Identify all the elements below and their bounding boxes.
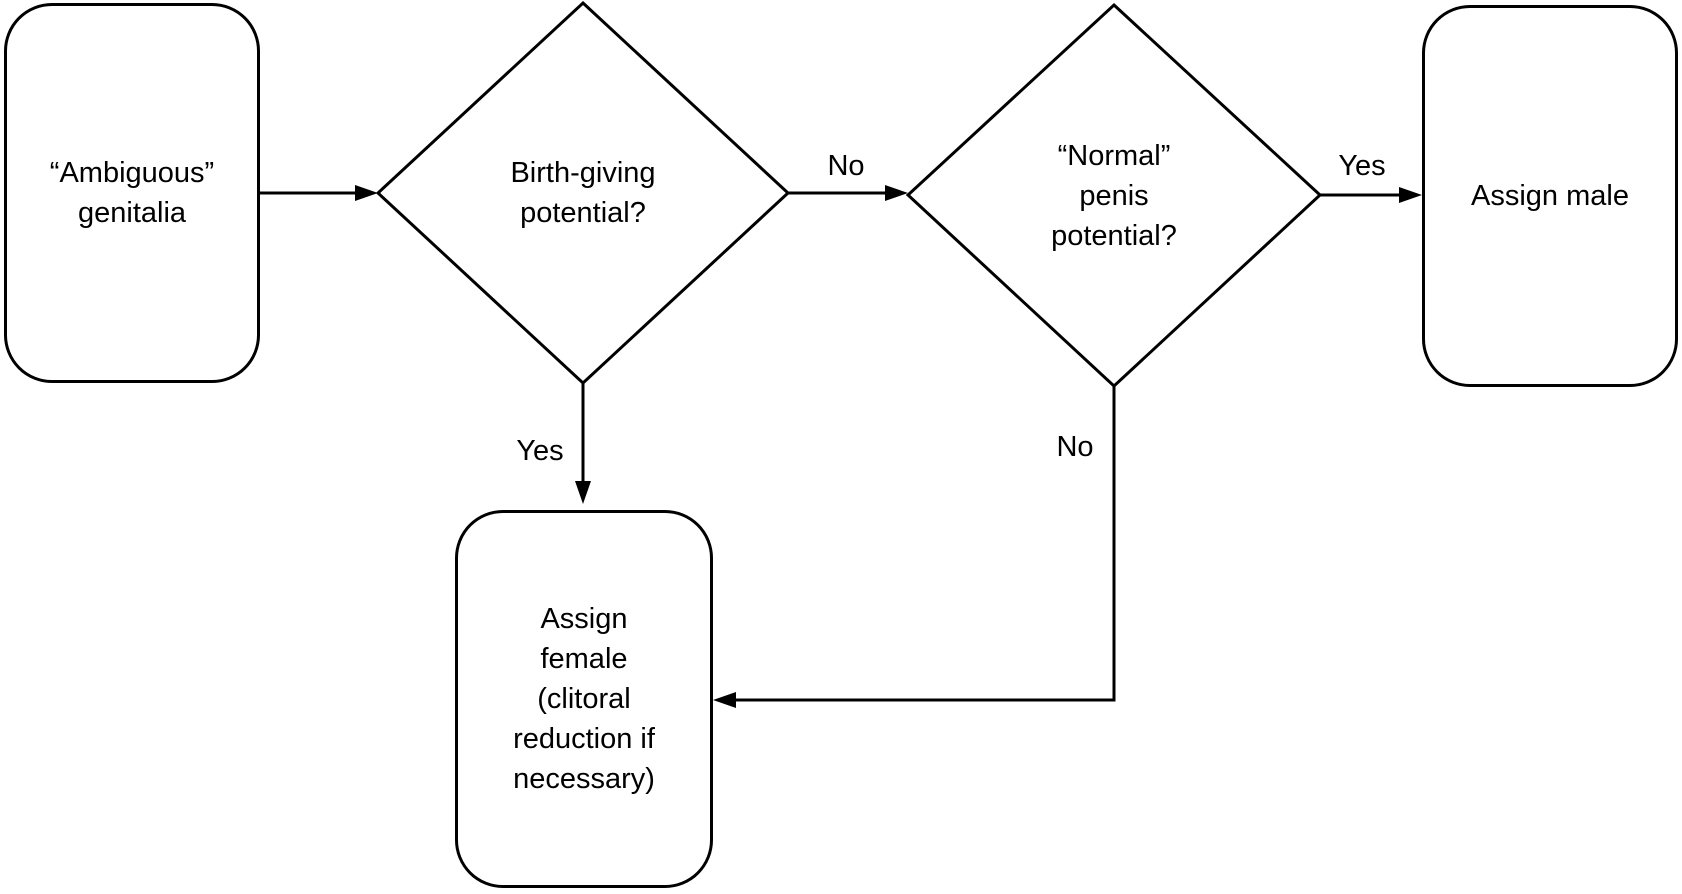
edge-label-birth-no: No: [827, 150, 865, 182]
node-ambiguous-genitalia-label: “Ambiguous” genitalia: [49, 157, 215, 229]
edge-birth-yes-arrowhead: [575, 481, 591, 504]
edge-label-birth-yes: Yes: [516, 435, 564, 467]
node-ambiguous-genitalia: “Ambiguous” genitalia: [4, 3, 260, 383]
node-decision-normal-penis-label: “Normal” penis potential?: [1051, 140, 1177, 252]
node-decision-normal-penis: “Normal” penis potential?: [974, 76, 1254, 316]
edge-label-penis-yes: Yes: [1338, 150, 1386, 182]
edge-label-penis-no: No: [1056, 431, 1094, 463]
node-assign-female-label: Assign female (clitoral reduction if nec…: [513, 603, 655, 795]
edge-penis-yes-arrowhead: [1399, 187, 1422, 203]
node-assign-male: Assign male: [1422, 5, 1678, 387]
edge-penis-no-arrowhead: [713, 692, 736, 708]
node-assign-male-label: Assign male: [1471, 180, 1629, 212]
node-assign-female: Assign female (clitoral reduction if nec…: [455, 510, 713, 888]
node-decision-birth-giving-label: Birth-giving potential?: [510, 157, 656, 229]
edge-start-to-birth-arrowhead: [355, 185, 378, 201]
node-decision-birth-giving: Birth-giving potential?: [443, 113, 723, 273]
edge-birth-no-arrowhead: [885, 185, 908, 201]
edge-penis-no-line: [734, 386, 1116, 702]
